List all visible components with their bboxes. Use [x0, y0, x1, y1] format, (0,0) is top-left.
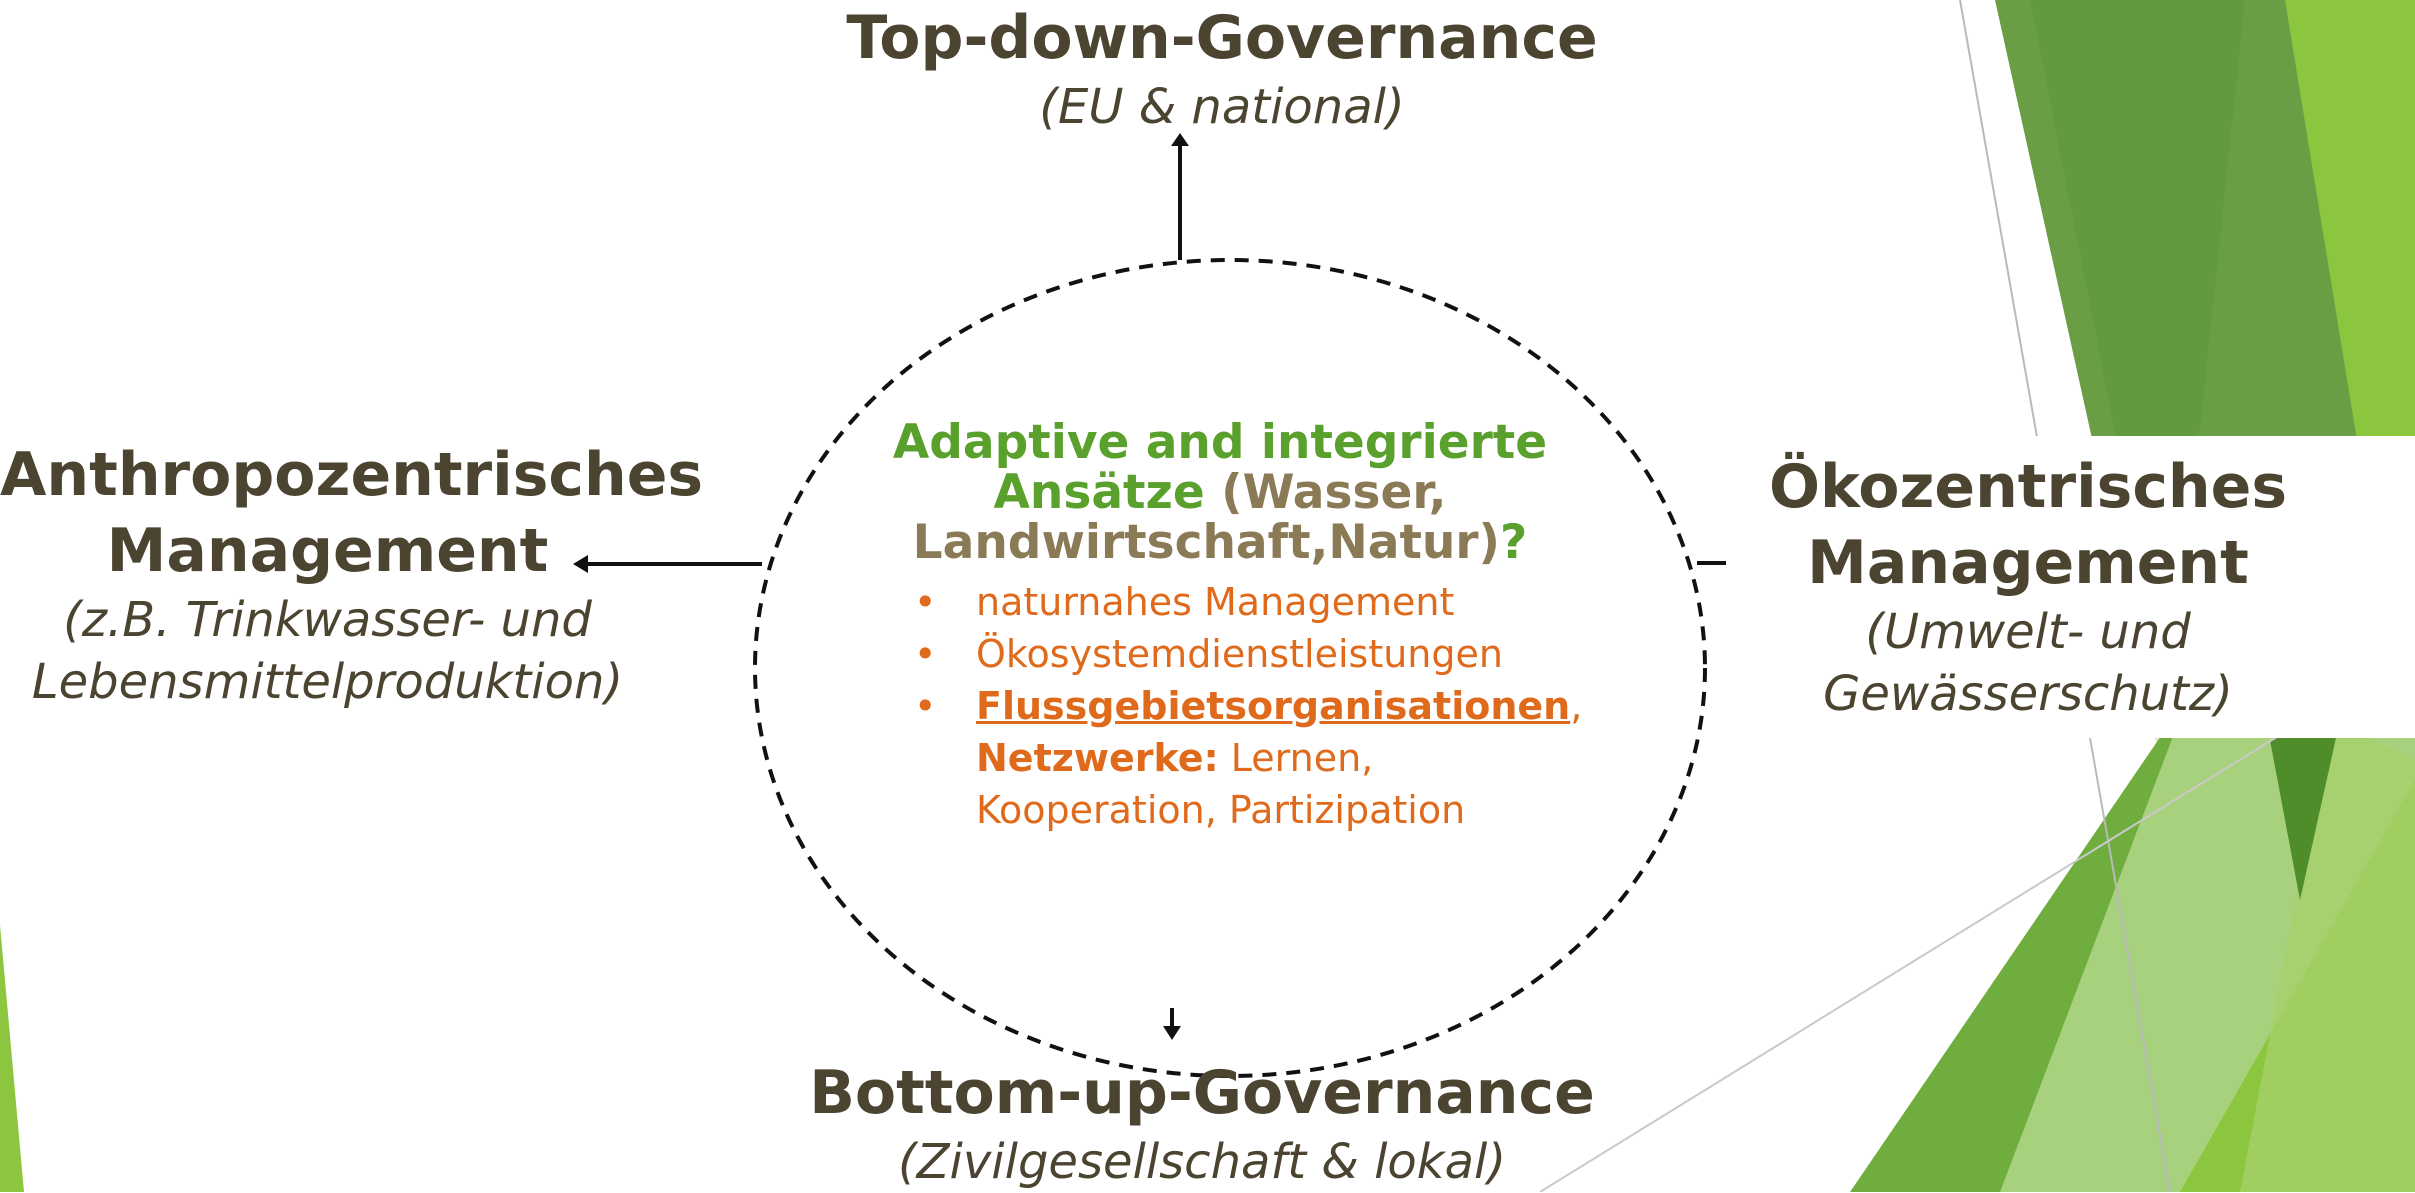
node-bottom-up-governance: Bottom-up-Governance (Zivilgesellschaft …	[737, 1055, 1667, 1193]
heading-line2: Ansätze (Wasser,	[890, 468, 1550, 518]
center-heading: Adaptive and integrierte Ansätze (Wasser…	[890, 418, 1550, 568]
node-subtitle-line1: (Umwelt- und	[1865, 604, 2191, 660]
bullet-icon: •	[914, 684, 937, 728]
right-node-card	[1726, 436, 2415, 738]
node-oekozentrisches-management: Ökozentrisches Management (Umwelt- und G…	[1728, 449, 2328, 725]
arrowhead-down	[1163, 1026, 1181, 1040]
bullet-icon: •	[914, 580, 937, 624]
decor-shape	[2240, 720, 2415, 1192]
list-item-text: Ökosystemdienstleistungen	[976, 632, 1503, 676]
decor-line	[1539, 734, 2281, 1192]
list-item-text: naturnahes Management	[976, 580, 1455, 624]
node-title-line2: Management	[1807, 528, 2249, 598]
heading-line3: Landwirtschaft,Natur)?	[890, 518, 1550, 568]
bullet-icon: •	[914, 632, 937, 676]
node-title: Bottom-up-Governance	[809, 1058, 1595, 1128]
list-item-bold: Netzwerke:	[976, 736, 1219, 780]
node-subtitle-line2: Gewässerschutz)	[1823, 666, 2233, 722]
list-item-comma: ,	[1570, 684, 1583, 728]
node-title-line1: Anthropozentrisches	[0, 440, 704, 510]
center-ellipse	[753, 258, 1707, 1078]
node-subtitle-line2: Lebensmittelproduktion)	[31, 654, 624, 710]
heading-wasser: (Wasser,	[1204, 465, 1447, 520]
heading-line1: Adaptive and integrierte	[892, 415, 1548, 470]
list-item: • naturnahes Management	[890, 576, 1550, 628]
list-item: • Flussgebietsorganisationen, Netzwerke:…	[890, 680, 1582, 836]
heading-ansaetze: Ansätze	[993, 465, 1205, 520]
arrowhead-left	[573, 555, 588, 573]
center-content: Adaptive and integrierte Ansätze (Wasser…	[890, 418, 1582, 836]
flussgebietsorganisationen-link[interactable]: Flussgebietsorganisationen	[976, 684, 1571, 728]
list-item-text-line3: Kooperation, Partizipation	[976, 788, 1466, 832]
node-title-line2: Management	[106, 516, 549, 586]
node-anthropozentrisches-management: Anthropozentrisches Management (z.B. Tri…	[0, 437, 704, 713]
decor-shape	[2030, 0, 2245, 560]
decor-shape	[2270, 720, 2340, 900]
node-subtitle-line1: (z.B. Trinkwasser- und	[63, 592, 592, 648]
center-bullet-list: • naturnahes Management • Ökosystemdiens…	[890, 576, 1582, 836]
node-title-line1: Ökozentrisches	[1768, 452, 2288, 522]
heading-landwirtschaft-natur: Landwirtschaft,Natur)	[912, 515, 1501, 570]
list-item-text: Lernen,	[1218, 736, 1374, 780]
node-title: Top-down-Governance	[846, 3, 1598, 73]
arrowhead-up	[1171, 133, 1189, 146]
list-item: • Ökosystemdienstleistungen	[890, 628, 1550, 680]
node-subtitle: (EU & national)	[1039, 79, 1405, 135]
heading-question-mark: ?	[1500, 515, 1528, 570]
node-top-down-governance: Top-down-Governance (EU & national)	[757, 0, 1687, 138]
decor-shape	[0, 925, 24, 1192]
node-subtitle: (Zivilgesellschaft & lokal)	[897, 1134, 1507, 1190]
